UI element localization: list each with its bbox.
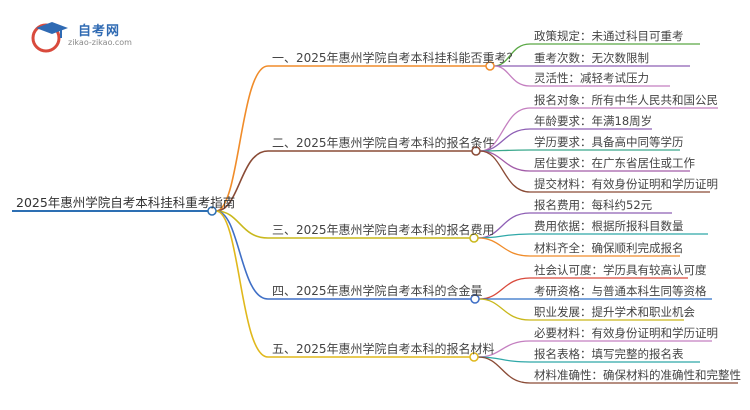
branch-1-leaf-3-edge — [493, 65, 531, 87]
site-logo[interactable]: 自考网 zikao-zikao.com — [30, 18, 150, 54]
branch-3-leaf-3-edge — [477, 237, 531, 257]
branch-2-leaf-4-edge — [479, 150, 531, 172]
root-to-branch-5-edge — [215, 210, 269, 358]
branch-3-leaf-3: 材料齐全：确保顺利完成报名 — [534, 241, 684, 255]
branch-1-topic: 一、2025年惠州学院自考本科挂科能否重考？ — [272, 51, 519, 65]
root-node[interactable] — [207, 206, 217, 216]
logo-title: 自考网 — [78, 24, 121, 39]
branch-1-node[interactable] — [485, 61, 495, 71]
branch-5-leaf-3: 材料准确性：确保材料的准确性和完整性 — [534, 368, 741, 382]
branch-2-leaf-3: 学历要求：具备高中同等学历 — [534, 135, 684, 149]
branch-2-leaf-1: 报名对象：所有中华人民共和国公民 — [534, 93, 718, 107]
branch-2-node[interactable] — [471, 146, 481, 156]
branch-2-topic: 二、2025年惠州学院自考本科的报名条件 — [272, 136, 495, 150]
branch-4-topic: 四、2025年惠州学院自考本科的含金量 — [272, 284, 483, 298]
branch-4-leaf-1-edge — [478, 277, 531, 300]
branch-4-node[interactable] — [470, 294, 480, 304]
root-to-branch-2-edge — [215, 150, 269, 212]
branch-3-topic: 三、2025年惠州学院自考本科的报名费用 — [272, 223, 495, 237]
branch-4-leaf-3: 职业发展：提升学术和职业机会 — [534, 305, 695, 319]
branch-1-leaf-3: 灵活性：减轻考试压力 — [534, 71, 649, 85]
graduation-cap-icon — [31, 22, 68, 53]
root-to-branch-3-edge — [215, 210, 269, 239]
branch-5-topic: 五、2025年惠州学院自考本科的报名材料 — [272, 342, 495, 356]
branch-2-leaf-5: 提交材料：有效身份证明和学历证明 — [534, 177, 718, 191]
branch-2-leaf-2: 年龄要求：年满18周岁 — [534, 114, 653, 128]
branch-1-leaf-2: 重考次数：无次数限制 — [534, 51, 649, 65]
branch-5-leaf-2: 报名表格：填写完整的报名表 — [534, 347, 684, 361]
branch-3-leaf-1: 报名费用：每科约52元 — [534, 198, 653, 212]
root-topic: 2025年惠州学院自考本科挂科重考指南 — [16, 195, 236, 210]
branch-2-leaf-4: 居住要求：在广东省居住或工作 — [534, 156, 695, 170]
branch-4-leaf-1: 社会认可度：学历具有较高认可度 — [534, 263, 707, 277]
branch-4-leaf-3-edge — [478, 298, 531, 321]
logo-url: zikao-zikao.com — [68, 38, 132, 47]
branch-2-leaf-5-edge — [479, 150, 531, 193]
branch-5-leaf-1: 必要材料：有效身份证明和学历证明 — [534, 326, 718, 340]
mindmap-edges — [12, 43, 738, 384]
branch-3-leaf-2: 费用依据：根据所报科目数量 — [534, 219, 684, 233]
branch-3-node[interactable] — [469, 233, 479, 243]
branch-5-node[interactable] — [469, 352, 479, 362]
branch-5-leaf-3-edge — [477, 356, 531, 384]
root-to-branch-1-edge — [215, 65, 269, 212]
branch-4-leaf-2: 考研资格：与普通本科生同等资格 — [534, 284, 707, 298]
branch-1-leaf-1: 政策规定：未通过科目可重考 — [534, 29, 684, 43]
mindmap-node-markers — [207, 61, 495, 362]
root-to-branch-4-edge — [215, 210, 269, 300]
